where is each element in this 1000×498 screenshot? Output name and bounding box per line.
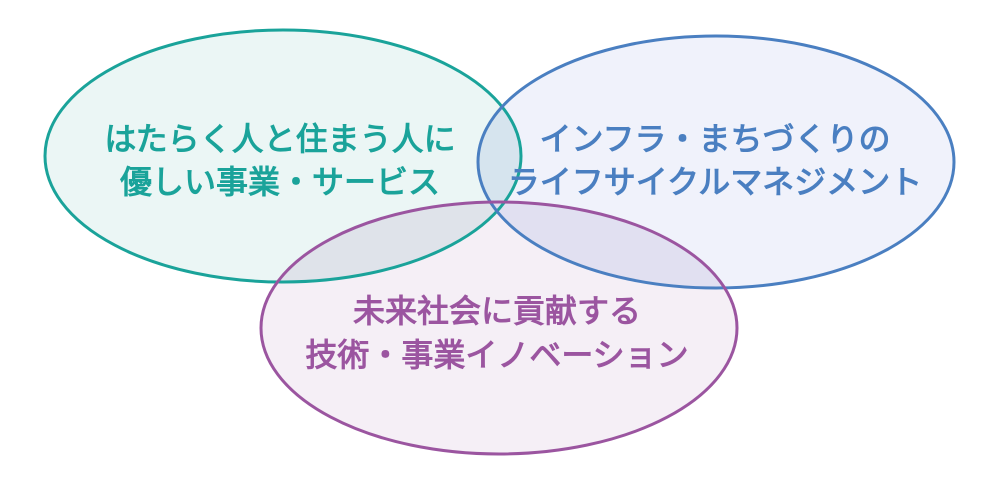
ellipse-outline-future-society — [259, 200, 739, 456]
overlap-infra-future — [478, 202, 737, 288]
ellipse-outline-infrastructure — [476, 34, 956, 290]
overlap-work-future — [261, 202, 521, 282]
label-infrastructure-line-1: インフラ・まちづくりの — [539, 120, 890, 158]
label-work-living-line-1: はたらく人と住まう人に — [104, 120, 455, 158]
ellipse-outline-work-living — [43, 28, 523, 284]
label-future-society-line-1: 未来社会に貢献する — [353, 292, 641, 330]
label-work-living-line-2: 優しい事業・サービス — [119, 163, 440, 201]
label-infrastructure-line-2: ライフサイクルマネジメント — [508, 163, 922, 201]
label-future-society-line-2: 技術・事業イノベーション — [305, 336, 688, 374]
